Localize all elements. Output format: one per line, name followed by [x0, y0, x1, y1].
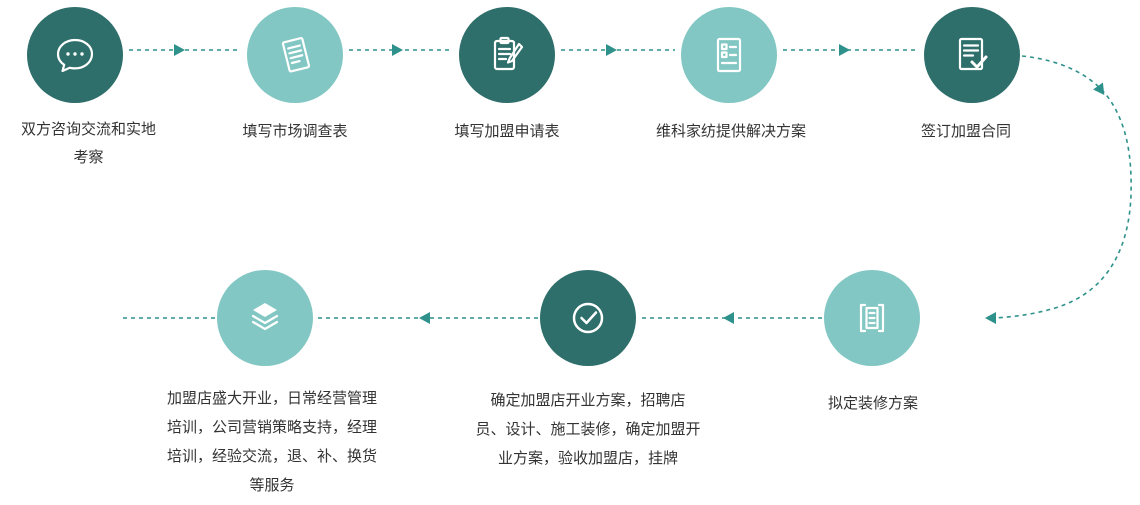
step-circle-6: [824, 270, 920, 366]
solution-checklist-icon: [716, 37, 742, 73]
check-circle-icon: [572, 302, 604, 334]
arrowhead-left-3: [419, 312, 430, 324]
survey-form-icon: [281, 37, 311, 73]
connector-step5-step6-curve: [987, 55, 1132, 319]
step-label-3: 填写加盟申请表: [454, 123, 560, 140]
step-circle-8: [217, 270, 313, 366]
step-circle-1: [27, 7, 123, 103]
arrowhead-curve: [1093, 82, 1105, 96]
step-circle-5: [924, 7, 1020, 103]
step-label-4: 维科家纺提供解决方案: [655, 123, 806, 140]
step-label-8: 加盟店盛大开业，日常经营管理 培训，公司营销策略支持，经理 培训，经验交流，退、…: [166, 390, 377, 494]
step-label-6: 拟定装修方案: [827, 395, 918, 412]
arrowhead-right-2: [392, 44, 403, 56]
step-label-2: 填写市场调查表: [242, 123, 348, 140]
arrowhead-left-2: [723, 312, 734, 324]
step-label-1: 双方咨询交流和实地 考察: [20, 121, 156, 166]
step-circle-4: [681, 7, 777, 103]
step-label-7: 确定加盟店开业方案，招聘店 员、设计、施工装修，确定加盟开 业方案，验收加盟店，…: [475, 392, 701, 467]
decoration-plan-icon: [859, 303, 885, 333]
step-circle-3: [459, 7, 555, 103]
step-label-5: 签订加盟合同: [920, 123, 1011, 140]
application-form-icon: [493, 36, 524, 71]
contract-signed-icon: [958, 37, 988, 71]
arrowhead-left-1: [985, 312, 996, 324]
arrowhead-right-1: [174, 44, 185, 56]
step-circle-2: [247, 7, 343, 103]
layers-icon: [251, 303, 279, 331]
arrowhead-right-3: [606, 44, 617, 56]
arrowhead-right-4: [839, 44, 850, 56]
chat-bubble-icon: [56, 38, 94, 73]
step-circle-7: [540, 270, 636, 366]
